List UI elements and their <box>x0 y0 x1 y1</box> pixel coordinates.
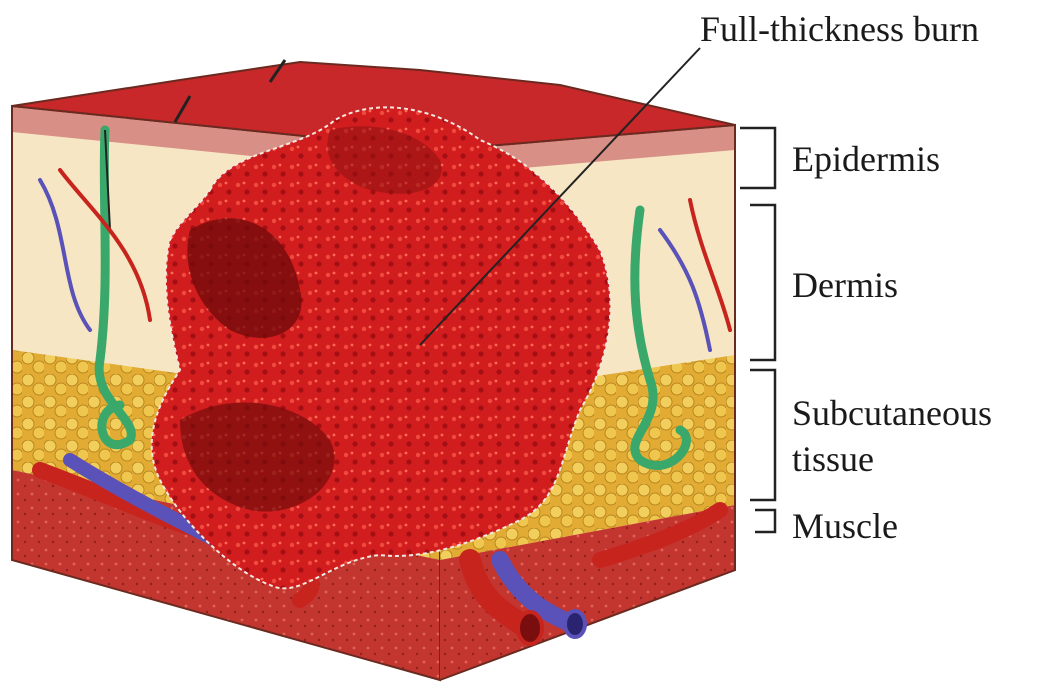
layer-brackets <box>740 128 775 532</box>
subcutaneous-bracket <box>750 370 775 500</box>
epidermis-bracket <box>740 128 775 188</box>
subcutaneous-label-line2: tissue <box>792 440 874 478</box>
muscle-bracket <box>755 510 775 532</box>
epidermis-label: Epidermis <box>792 140 940 178</box>
subcutaneous-label-line1: Subcutaneous <box>792 394 992 432</box>
dermis-bracket <box>750 205 775 360</box>
dermis-label: Dermis <box>792 266 898 304</box>
full-thickness-burn-label: Full-thickness burn <box>700 10 979 48</box>
muscle-label: Muscle <box>792 507 898 545</box>
